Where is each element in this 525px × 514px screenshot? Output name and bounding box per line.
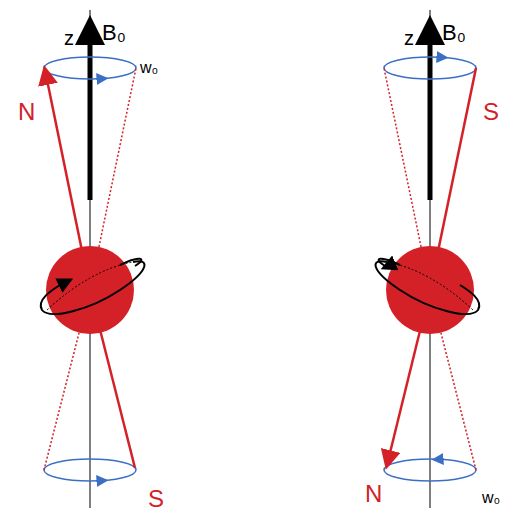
- axis-label: z: [64, 28, 74, 48]
- right-spin: [376, 10, 480, 508]
- pole-label: S: [148, 487, 164, 511]
- precession-circle: [44, 57, 136, 79]
- precession-circle: [384, 459, 476, 481]
- pole-label: S: [483, 100, 499, 124]
- field-arrow: [428, 30, 433, 200]
- pole-label: N: [365, 482, 382, 506]
- spin-orbit: [376, 261, 480, 314]
- axis-label: z: [404, 28, 414, 48]
- left-spin: [41, 10, 145, 508]
- field-label: B₀: [442, 22, 466, 44]
- pole-label: N: [18, 100, 35, 124]
- precession-circle: [384, 57, 476, 79]
- precession-circle: [44, 459, 136, 481]
- frequency-label: w₀: [140, 60, 158, 76]
- field-arrow: [88, 30, 93, 200]
- field-label: B₀: [102, 22, 126, 44]
- spin-orbit: [41, 261, 145, 314]
- frequency-label: w₀: [482, 490, 500, 506]
